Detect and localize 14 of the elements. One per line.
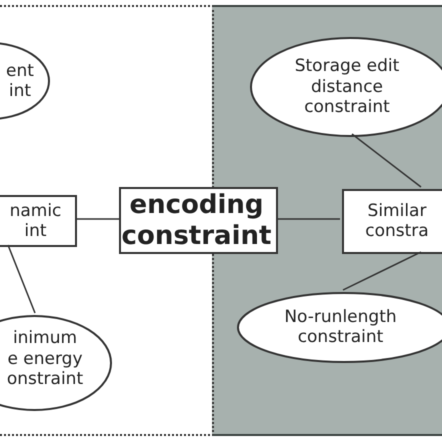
connector-line (342, 251, 422, 291)
constraint-box (0, 195, 77, 247)
node-label: encoding constraint (120, 190, 272, 252)
node-label: inimum e energy onstraint (6, 328, 84, 390)
node-label: No-runlength constraint (283, 307, 398, 348)
node-label: namic int (8, 200, 62, 242)
connector-line (278, 218, 340, 220)
connector-line (7, 244, 36, 314)
connector-line (77, 218, 119, 220)
node-label: Similar constra (364, 201, 430, 242)
node-label: Storage edit distance constraint (294, 56, 400, 118)
constraint-box (342, 189, 442, 254)
node-label: ent int (5, 60, 35, 102)
connector-line (352, 133, 422, 188)
